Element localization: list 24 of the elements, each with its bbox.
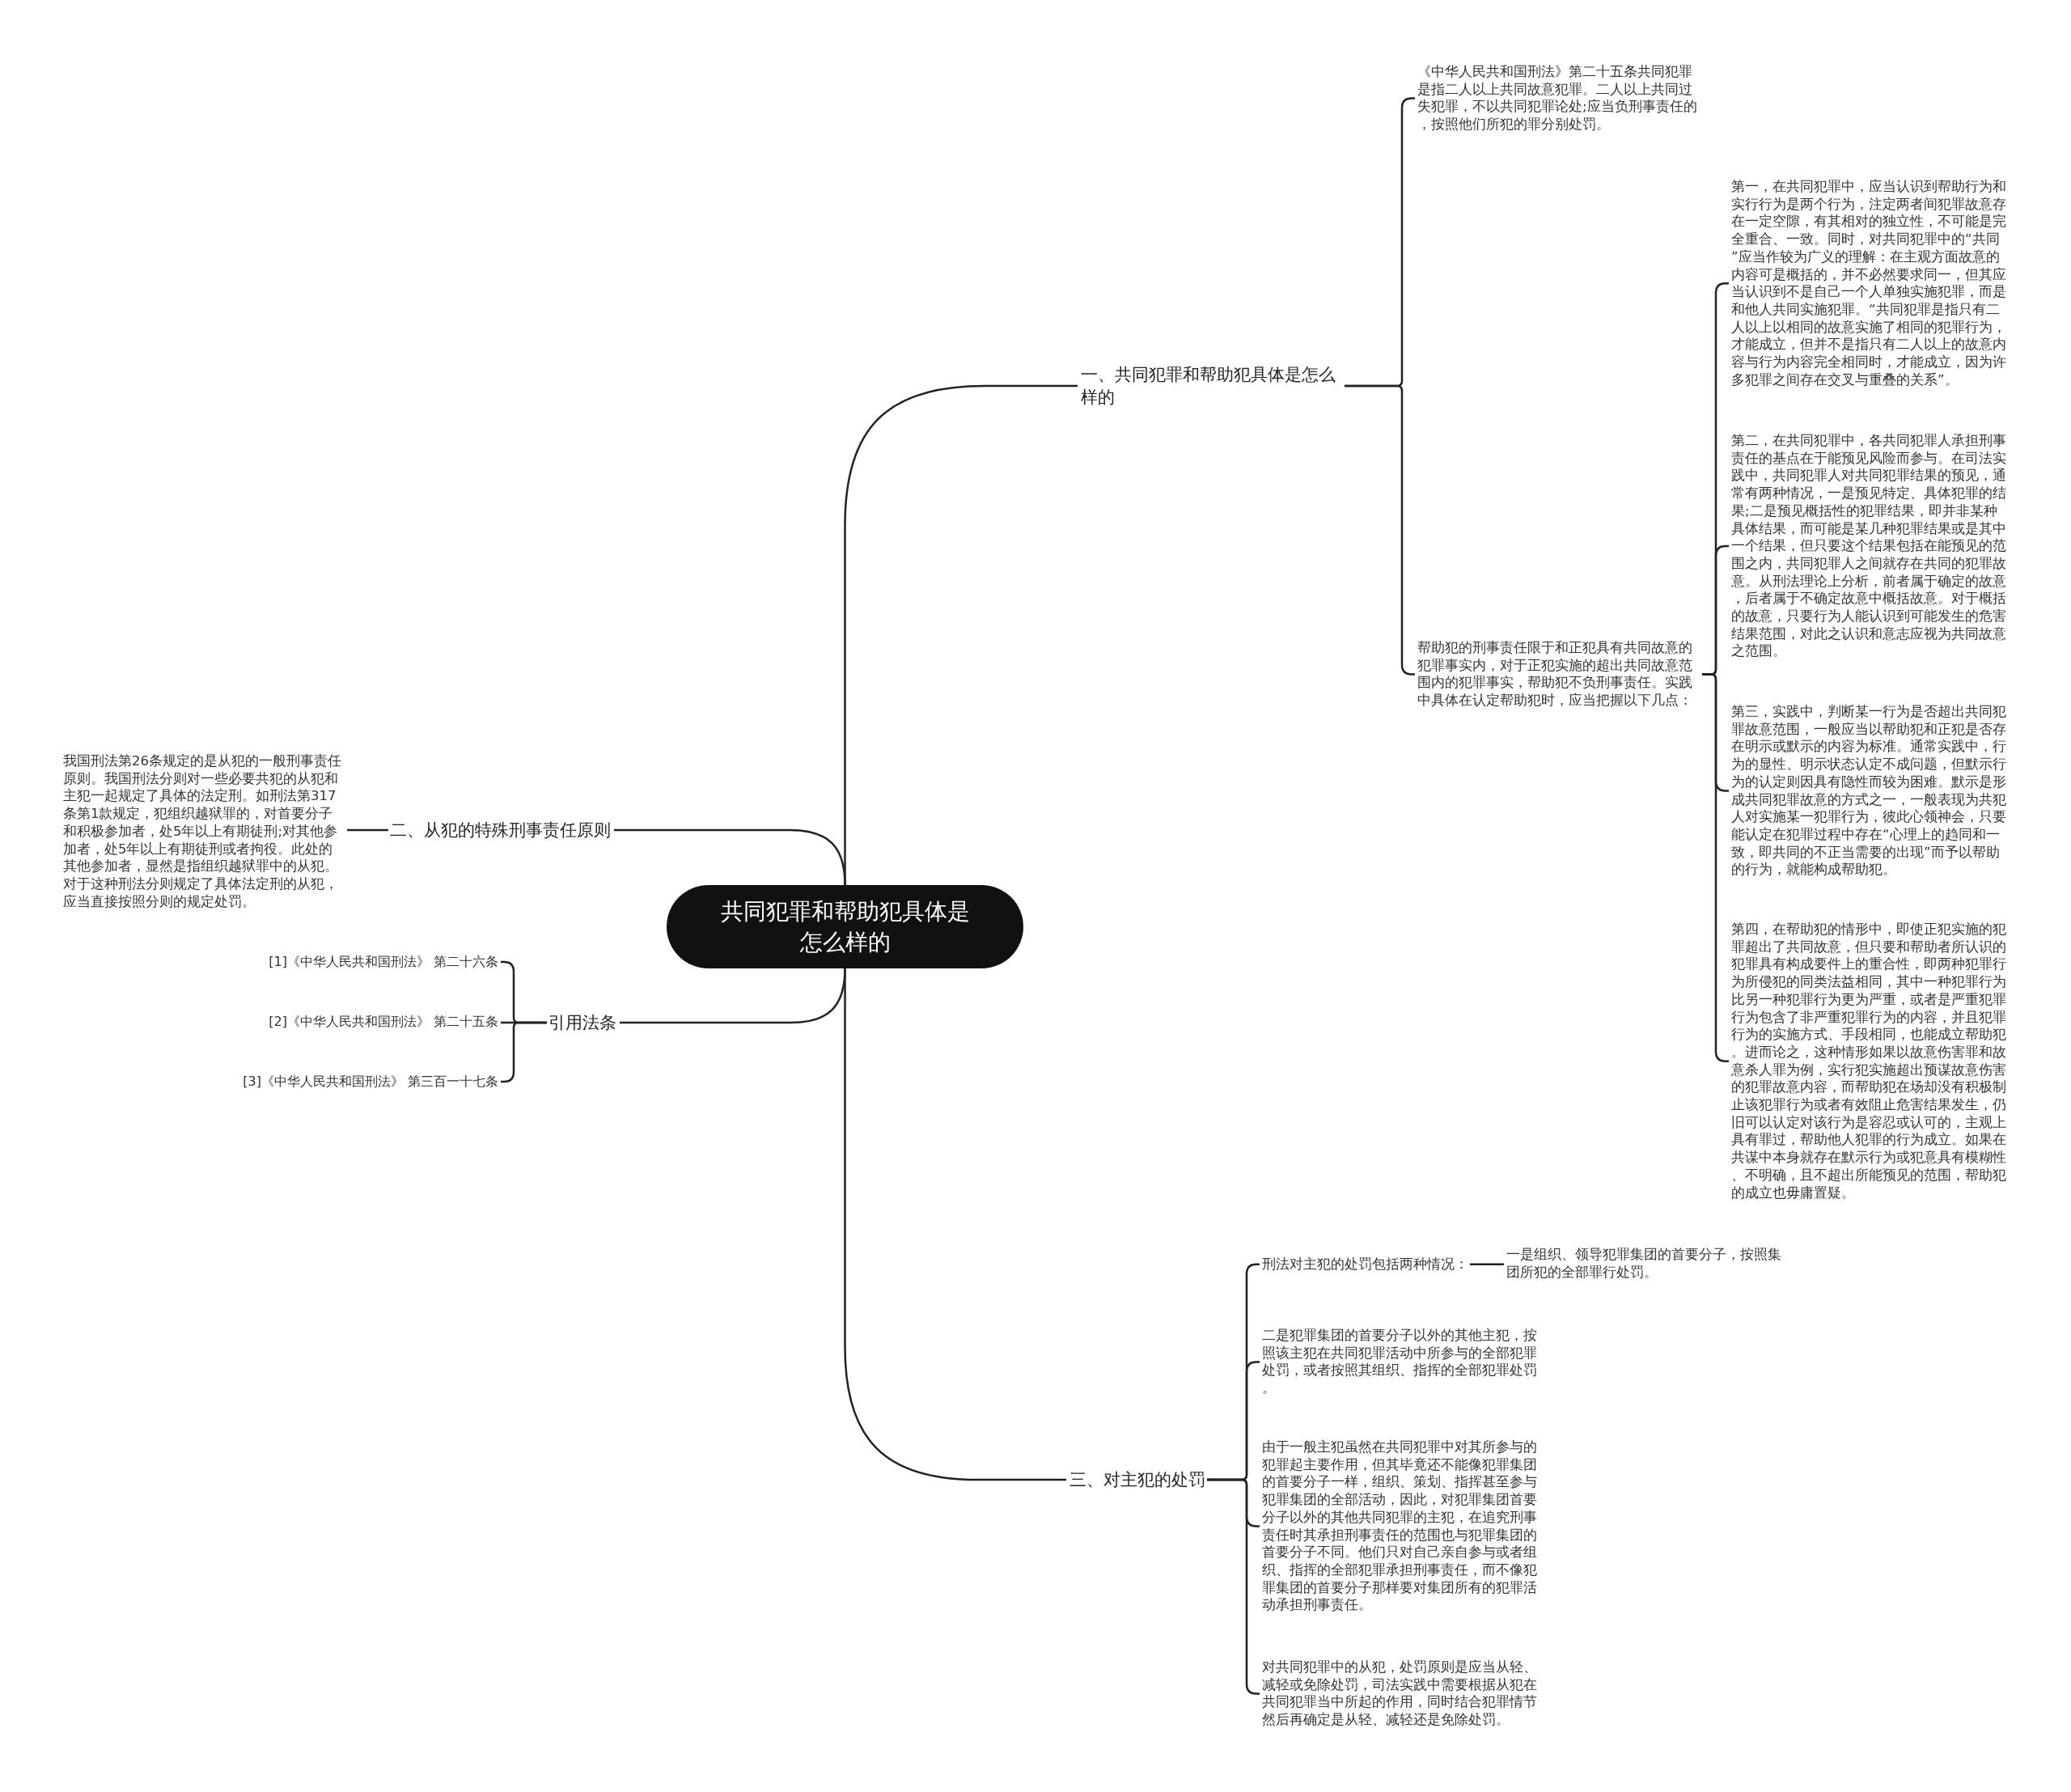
reference-text: [3]《中华人民共和国刑法》 第三百一十七条 (243, 1073, 498, 1091)
branch-topic: 二、从犯的特殊刑事责任原则 (390, 819, 611, 841)
central-topic: 共同犯罪和帮助犯具体是怎么样的 (667, 885, 1023, 968)
connector-line (614, 828, 846, 887)
topic-text: 第三，实践中，判断某一行为是否超出共同犯罪故意范围，一般应当以帮助犯和正犯是否存在明示或默示的内容为标准。通常实践中，行为的显性、明示状态认定不成问题，但默示行为的认定则因具有隐性而较为困难。默示是形成共同犯罪故意的方式之一，一般表现为共犯人对实施某一犯罪行为，彼此心领神会，只要能认定在犯罪过程中存在“心理上的趋同和一致，即共同的不正当需要的出现”而予以帮助的行为，就能构成帮助犯。 (1731, 703, 2006, 879)
connector-line (844, 968, 1066, 1481)
topic-text: 对共同犯罪中的从犯，处罚原则是应当从轻、减轻或免除处罚，司法实践中需要根据从犯在共同犯罪当中所起的作用，同时结合犯罪情节然后再确定是从轻、减轻还是免除处罚。 (1262, 1659, 1545, 1729)
topic-text: 第四，在帮助犯的情形中，即使正犯实施的犯罪超出了共同故意，但只要和帮助者所认识的犯罪具有构成要件上的重合性，即两种犯罪行为所侵犯的同类法益相同，其中一种犯罪行为比另一种犯罪行为更为严重，或者是严重犯罪行为包含了非严重犯罪行为的内容，并且犯罪行为的实施方式、手段相同，也能成立帮助犯。进而论之，这种情形如果以故意伤害罪和故意杀人罪为例，实行犯实施超出预谋故意伤害的犯罪故意内容，而帮助犯在场却没有积极制止该犯罪行为或者有效阻止危害结果发生，仍旧可以认定对该行为是容忍或认可的，主观上具有罪过，帮助他人犯罪的行为成立。如果在共谋中本身就存在默示行为或犯意具有模糊性、不明确，且不超出所能预见的范围，帮助犯的成立也毋庸置疑。 (1731, 921, 2006, 1202)
connector-line (1470, 1263, 1504, 1266)
reference-text: [1]《中华人民共和国刑法》 第二十六条 (269, 953, 498, 971)
topic-text: 一是组织、领导犯罪集团的首要分子，按照集团所犯的全部罪行处罚。 (1506, 1246, 1789, 1282)
reference-text: [2]《中华人民共和国刑法》 第二十五条 (269, 1013, 498, 1031)
branch-topic: 引用法条 (548, 1011, 616, 1034)
topic-text: 由于一般主犯虽然在共同犯罪中对其所参与的犯罪起主要作用，但其毕竟还不能像犯罪集团的首要分子一样，组织、策划、指挥甚至参与犯罪集团的全部活动，因此，对犯罪集团首要分子以外的其他共同犯罪的主犯，在追究刑事责任时其承担刑事责任的范围也与犯罪集团的首要分子不同。他们只对自己亲自参与或者组织、指挥的全部犯罪承担刑事责任，而不像犯罪集团的首要分子那样要对集团所有的犯罪活动承担刑事责任。 (1262, 1438, 1545, 1615)
topic-text: 刑法对主犯的处罚包括两种情况： (1262, 1256, 1468, 1273)
topic-text: 第一，在共同犯罪中，应当认识到帮助行为和实行行为是两个行为，注定两者间犯罪故意存在一定空隙，有其相对的独立性，不可能是完全重合、一致。同时，对共同犯罪中的“共同”应当作较为广义的理解：在主观方面故意的内容可是概括的，并不必然要求同一，但其应当认识到不是自己一个人单独实施犯罪，而是和他人共同实施犯罪。“共同犯罪是指只有二人以上以相同的故意实施了相同的犯罪行为，才能成立，但并不是指只有二人以上的故意内容与行为内容完全相同时，才能成立，因为许多犯罪之间存在交叉与重叠的关系”。 (1731, 178, 2006, 389)
branch-topic: 三、对主犯的处罚 (1069, 1468, 1205, 1491)
topic-text: 帮助犯的刑事责任限于和正犯具有共同故意的犯罪事实内，对于正犯实施的超出共同故意范围内的犯罪事实，帮助犯不负刑事责任。实践中具体在认定帮助犯时，应当把握以下几点： (1417, 639, 1700, 710)
topic-text: 二是犯罪集团的首要分子以外的其他主犯，按照该主犯在共同犯罪活动中所参与的全部犯罪处罚，或者按照其组织、指挥的全部犯罪处罚。 (1262, 1327, 1545, 1397)
connector-line (347, 828, 388, 832)
branch-topic: 一、共同犯罪和帮助犯具体是怎么样的 (1081, 363, 1343, 409)
topic-text: 我国刑法第26条规定的是从犯的一般刑事责任原则。我国刑法分则对一些必要共犯的从犯和主犯一起规定了具体的法定刑。如刑法第317条第1款规定，犯组织越狱罪的，对首要分子和积极参加者，处5年以上有期徒刑;对其他参加者，处5年以上有期徒刑或者拘役。此处的其他参加者，显然是指组织越狱罪中的从犯。对于这种刑法分则规定了具体法定刑的从犯，应当直接按照分则的规定处罚。 (63, 752, 345, 911)
topic-text: 第二，在共同犯罪中，各共同犯罪人承担刑事责任的基点在于能预见风险而参与。在司法实践中，共同犯罪人对共同犯罪结果的预见，通常有两种情况，一是预见特定、具体犯罪的结果;二是预见概括性的犯罪结果，即并非某种具体结果，而可能是某几种犯罪结果或是其中一个结果，但只要这个结果包括在能预见的范围之内，共同犯罪人之间就存在共同的犯罪故意。从刑法理论上分析，前者属于确定的故意，后者属于不确定故意中概括故意。对于概括的故意，只要行为人能认识到可能发生的危害结果范围，对此之认识和意志应视为共同故意之范围。 (1731, 432, 2006, 661)
topic-text: 《中华人民共和国刑法》第二十五条共同犯罪是指二人以上共同故意犯罪。二人以上共同过失犯罪，不以共同犯罪论处;应当负刑事责任的，按照他们所犯的罪分别处罚。 (1417, 63, 1700, 133)
